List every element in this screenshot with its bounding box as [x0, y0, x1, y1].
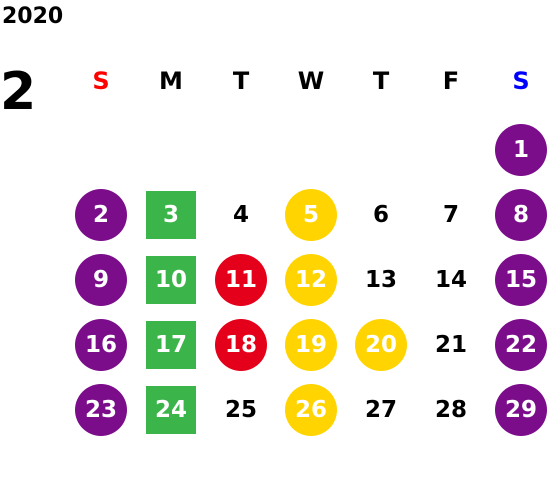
day-cell[interactable]: 7 [442, 202, 459, 228]
day-cell[interactable]: 25 [224, 397, 257, 423]
day-cell-purple[interactable]: 8 [495, 189, 547, 241]
day-cell-yellow[interactable]: 19 [285, 319, 337, 371]
weekday-sunday: S [92, 67, 110, 95]
day-cell-purple[interactable]: 2 [75, 189, 127, 241]
weekday-thursday: T [372, 67, 390, 95]
day-cell-green[interactable]: 3 [146, 191, 196, 239]
day-cell-purple[interactable]: 23 [75, 384, 127, 436]
day-cell-red[interactable]: 18 [215, 319, 267, 371]
day-cell[interactable]: 6 [372, 202, 389, 228]
day-cell-green[interactable]: 24 [146, 386, 196, 434]
day-cell-green[interactable]: 10 [146, 256, 196, 304]
year-label: 2020 [2, 4, 64, 29]
weekday-wednesday: W [297, 67, 325, 95]
day-cell-yellow[interactable]: 12 [285, 254, 337, 306]
day-cell-purple[interactable]: 9 [75, 254, 127, 306]
day-cell-green[interactable]: 17 [146, 321, 196, 369]
day-cell-purple[interactable]: 16 [75, 319, 127, 371]
month-label: 2 [0, 62, 37, 122]
day-cell-purple[interactable]: 22 [495, 319, 547, 371]
day-cell-yellow[interactable]: 5 [285, 189, 337, 241]
day-cell[interactable]: 27 [364, 397, 397, 423]
day-cell-yellow[interactable]: 26 [285, 384, 337, 436]
day-cell-purple[interactable]: 15 [495, 254, 547, 306]
day-cell-purple[interactable]: 1 [495, 124, 547, 176]
weekday-friday: F [442, 67, 460, 95]
day-cell[interactable]: 21 [434, 332, 467, 358]
weekday-monday: M [159, 67, 183, 95]
day-cell[interactable]: 13 [364, 267, 397, 293]
day-cell[interactable]: 28 [434, 397, 467, 423]
day-cell-yellow[interactable]: 20 [355, 319, 407, 371]
weekday-tuesday: T [232, 67, 250, 95]
day-cell-red[interactable]: 11 [215, 254, 267, 306]
day-cell[interactable]: 4 [232, 202, 249, 228]
weekday-saturday: S [512, 67, 530, 95]
day-cell[interactable]: 14 [434, 267, 467, 293]
day-cell-purple[interactable]: 29 [495, 384, 547, 436]
